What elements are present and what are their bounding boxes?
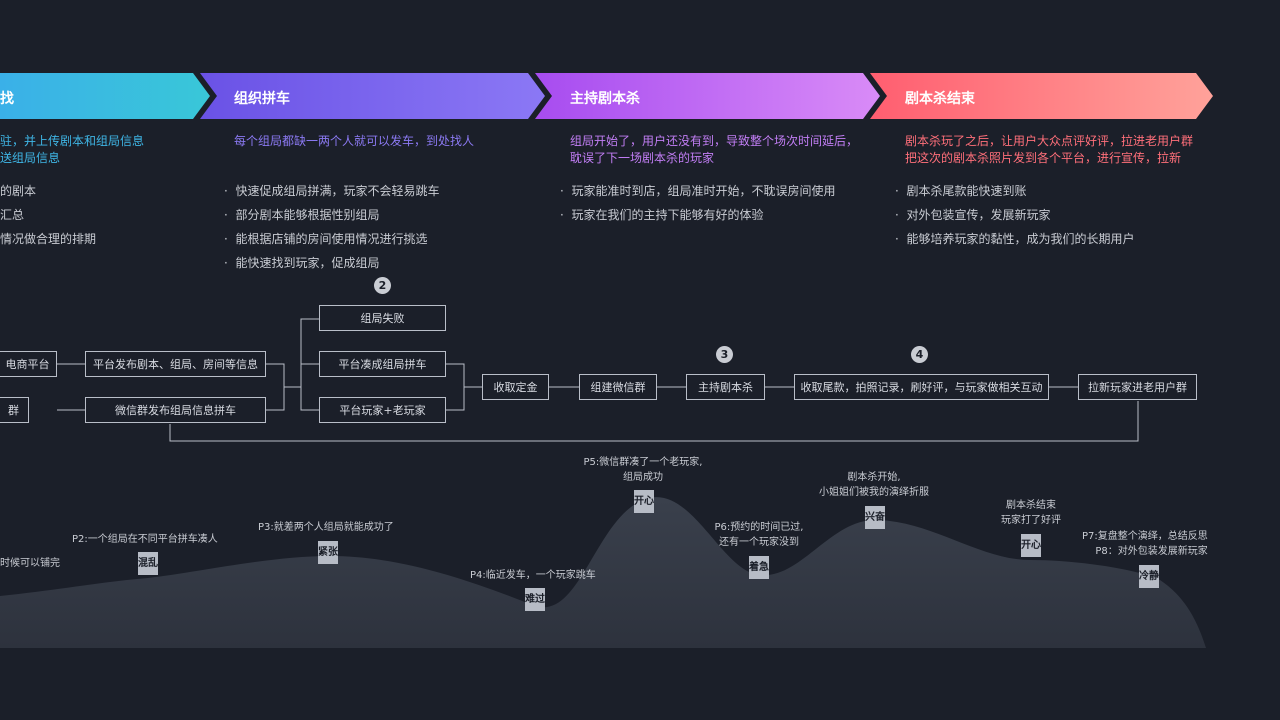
bullet-text: 能快速找到玩家，促成组局 [235, 256, 380, 270]
stage2-bullet: · 部分剧本能够根据性别组局 [224, 208, 380, 222]
bullet-text: 部分剧本能够根据性别组局 [235, 208, 380, 222]
desc-line: 送组局信息 [0, 151, 61, 165]
stage1-bullet: 的剧本 [0, 184, 37, 198]
emotion-curve [0, 497, 1206, 648]
caption-line: 小姐姐们被我的演绎折服 [819, 487, 929, 498]
bullet-text: 对外包装宣传，发展新玩家 [906, 208, 1051, 222]
caption-line: P6:预约的时间已过, [714, 522, 804, 533]
caption-line: P2:一个组局在不同平台拼车凑人 [72, 534, 218, 545]
stage-banner-3 [535, 73, 880, 119]
stage1-bullet: 情况做合理的排期 [0, 232, 97, 246]
emotion-caption: 时候可以铺完 [0, 556, 60, 571]
caption-line: 组局成功 [623, 472, 663, 483]
caption-line: 时候可以铺完 [0, 558, 60, 569]
caption-line: P5:微信群凑了一个老玩家, [583, 457, 703, 468]
emotion-caption: P2:一个组局在不同平台拼车凑人 [72, 532, 218, 547]
stage4-bullet: · 对外包装宣传，发展新玩家 [895, 208, 1051, 222]
emotion-tag: 混乱 [138, 552, 158, 575]
bullet-text: 玩家在我们的主持下能够有好的体验 [571, 208, 764, 222]
flow-box-old-player: 平台玩家+老玩家 [319, 397, 446, 423]
flow-box-wechat-publish: 微信群发布组局信息拼车 [85, 397, 266, 423]
stage-desc-1: 驻，并上传剧本和组局信息 送组局信息 [0, 133, 144, 167]
step-marker-4: 4 [911, 346, 928, 363]
caption-line: P3:就差两个人组局就能成功了 [258, 522, 394, 533]
stage2-bullet: · 能根据店铺的房间使用情况进行挑选 [224, 232, 428, 246]
stage-title-3: 主持剧本杀 [570, 91, 640, 107]
stage4-bullet: · 剧本杀尾款能快速到账 [895, 184, 1027, 198]
flow-connectors [57, 318, 1139, 442]
stage-banner-2 [200, 73, 545, 119]
bullet-text: 剧本杀尾款能快速到账 [906, 184, 1027, 198]
stage1-bullet: 汇总 [0, 208, 25, 222]
stage-desc-2: 每个组局都缺一两个人就可以发车，到处找人 [234, 133, 474, 150]
desc-line: 剧本杀玩了之后，让用户大众点评好评，拉进老用户群 [905, 134, 1194, 148]
desc-line: 每个组局都缺一两个人就可以发车，到处找人 [234, 134, 475, 148]
stage-desc-3: 组局开始了，用户还没有到，导致整个场次时间延后， 耽误了下一场剧本杀的玩家 [570, 133, 858, 167]
bullet-text: 能根据店铺的房间使用情况进行挑选 [235, 232, 428, 246]
flow-box-wechat-group: 组建微信群 [579, 374, 657, 400]
step-marker-2: 2 [374, 277, 391, 294]
flow-box-join-group: 拉新玩家进老用户群 [1078, 374, 1197, 400]
emotion-tag: 开心 [634, 490, 654, 513]
desc-line: 耽误了下一场剧本杀的玩家 [570, 151, 715, 165]
caption-line: P7:复盘整个演绎，总结反思 [1082, 531, 1208, 542]
stage-banner-1 [0, 73, 210, 119]
flow-box-fail: 组局失败 [319, 305, 446, 331]
stage4-bullet: · 能够培养玩家的黏性，成为我们的长期用户 [895, 232, 1135, 246]
desc-line: 把这次的剧本杀照片发到各个平台，进行宣传，拉新 [905, 151, 1182, 165]
stage2-bullet: · 能快速找到玩家，促成组局 [224, 256, 380, 270]
stage-desc-4: 剧本杀玩了之后，让用户大众点评好评，拉进老用户群 把这次的剧本杀照片发到各个平台… [905, 133, 1193, 167]
emotion-caption: P5:微信群凑了一个老玩家, 组局成功 [578, 455, 708, 485]
caption-line: 还有一个玩家没到 [719, 537, 799, 548]
emotion-tag: 兴奋 [865, 506, 885, 529]
caption-line: P4:临近发车，一个玩家跳车 [470, 570, 596, 581]
stage-title-1: 找 [0, 91, 14, 107]
desc-line: 驻，并上传剧本和组局信息 [0, 134, 145, 148]
desc-line: 组局开始了，用户还没有到，导致整个场次时间延后， [570, 134, 859, 148]
emotion-tag: 冷静 [1139, 565, 1159, 588]
flow-box-final-payment: 收取尾款，拍照记录，刷好评，与玩家做相关互动 [794, 374, 1049, 400]
emotion-caption: P3:就差两个人组局就能成功了 [258, 520, 394, 535]
stage2-bullet: · 快速促成组局拼满，玩家不会轻易跳车 [224, 184, 440, 198]
emotion-caption: 剧本杀结束 玩家打了好评 [986, 498, 1076, 528]
emotion-tag: 开心 [1021, 534, 1041, 557]
flow-box-host: 主持剧本杀 [686, 374, 765, 400]
stage-banner-4 [870, 73, 1213, 119]
stage-title-4: 剧本杀结束 [905, 91, 975, 107]
caption-line: 剧本杀结束 [1006, 500, 1056, 511]
emotion-caption: P7:复盘整个演绎，总结反思 P8：对外包装发展新玩家 [1082, 529, 1208, 559]
bullet-text: 能够培养玩家的黏性，成为我们的长期用户 [906, 232, 1135, 246]
flow-box-success: 平台凑成组局拼车 [319, 351, 446, 377]
emotion-tag: 难过 [525, 588, 545, 611]
flow-box-platform-publish: 平台发布剧本、组局、房间等信息 [85, 351, 266, 377]
bullet-text: 玩家能准时到店，组局准时开始，不耽误房间使用 [571, 184, 836, 198]
caption-line: 剧本杀开始, [847, 472, 901, 483]
emotion-caption: P6:预约的时间已过, 还有一个玩家没到 [706, 520, 812, 550]
flow-box-deposit: 收取定金 [482, 374, 549, 400]
stage3-bullet: · 玩家在我们的主持下能够有好的体验 [560, 208, 764, 222]
emotion-caption: P4:临近发车，一个玩家跳车 [470, 568, 596, 583]
emotion-caption: 剧本杀开始, 小姐姐们被我的演绎折服 [808, 470, 940, 500]
stage-title-2: 组织拼车 [234, 91, 290, 107]
flow-box-group: 群 [0, 397, 29, 423]
caption-line: P8：对外包装发展新玩家 [1095, 546, 1208, 557]
stage3-bullet: · 玩家能准时到店，组局准时开始，不耽误房间使用 [560, 184, 836, 198]
flow-box-ecommerce: 电商平台 [0, 351, 57, 377]
step-marker-3: 3 [716, 346, 733, 363]
bullet-text: 快速促成组局拼满，玩家不会轻易跳车 [235, 184, 440, 198]
caption-line: 玩家打了好评 [1001, 515, 1061, 526]
emotion-tag: 着急 [749, 556, 769, 579]
emotion-tag: 紧张 [318, 541, 338, 564]
